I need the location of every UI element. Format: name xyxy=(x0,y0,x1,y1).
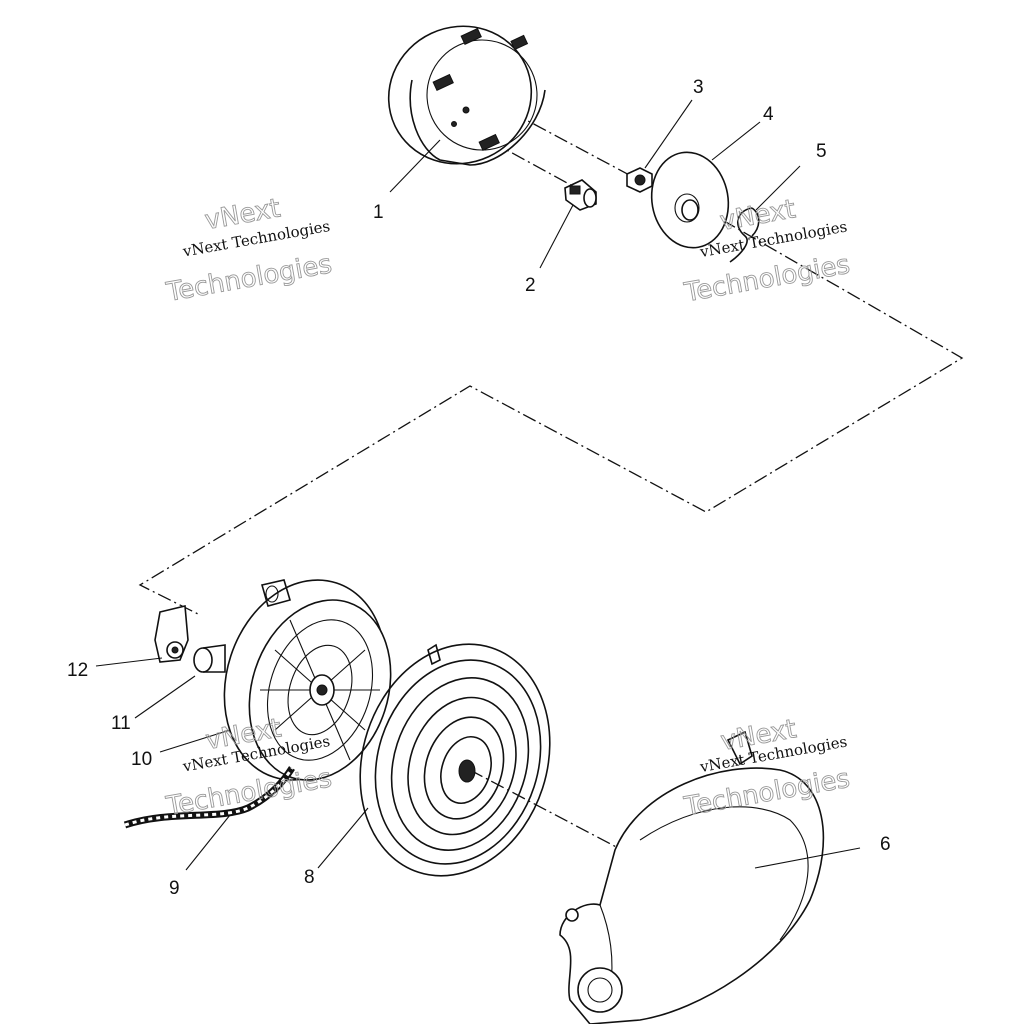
callout-10: 10 xyxy=(131,749,152,770)
callout-5: 5 xyxy=(816,141,827,162)
clip-part-5 xyxy=(729,207,760,263)
watermark-bottom-right: vNext vNext Technologies Technologies xyxy=(681,714,853,823)
bushing-part-11 xyxy=(193,644,226,673)
callout-12: 12 xyxy=(67,660,88,681)
callout-11: 11 xyxy=(111,713,131,734)
callout-labels: 1 2 3 4 5 6 8 9 10 11 12 xyxy=(67,77,891,899)
starter-cup-part-1 xyxy=(387,25,546,166)
callout-1: 1 xyxy=(373,202,384,223)
watermark-top-left: vNext vNext Technologies Technologies xyxy=(163,193,335,309)
callout-3: 3 xyxy=(693,77,704,98)
leader-lines xyxy=(95,99,861,871)
callout-8: 8 xyxy=(304,867,315,888)
pawl-part-12 xyxy=(154,605,189,663)
rope-part-9 xyxy=(123,766,295,829)
rope-pulley-part-10 xyxy=(223,579,392,781)
starter-housing-part-6 xyxy=(559,730,825,1024)
callout-4: 4 xyxy=(763,104,774,125)
callout-2: 2 xyxy=(525,275,536,296)
callout-6: 6 xyxy=(880,834,891,855)
bolt-part-2 xyxy=(564,179,597,211)
recoil-spring-part-8 xyxy=(359,643,551,877)
callout-9: 9 xyxy=(169,878,180,899)
nut-part-3 xyxy=(626,167,653,193)
pulley-plate-part-4 xyxy=(650,151,730,249)
